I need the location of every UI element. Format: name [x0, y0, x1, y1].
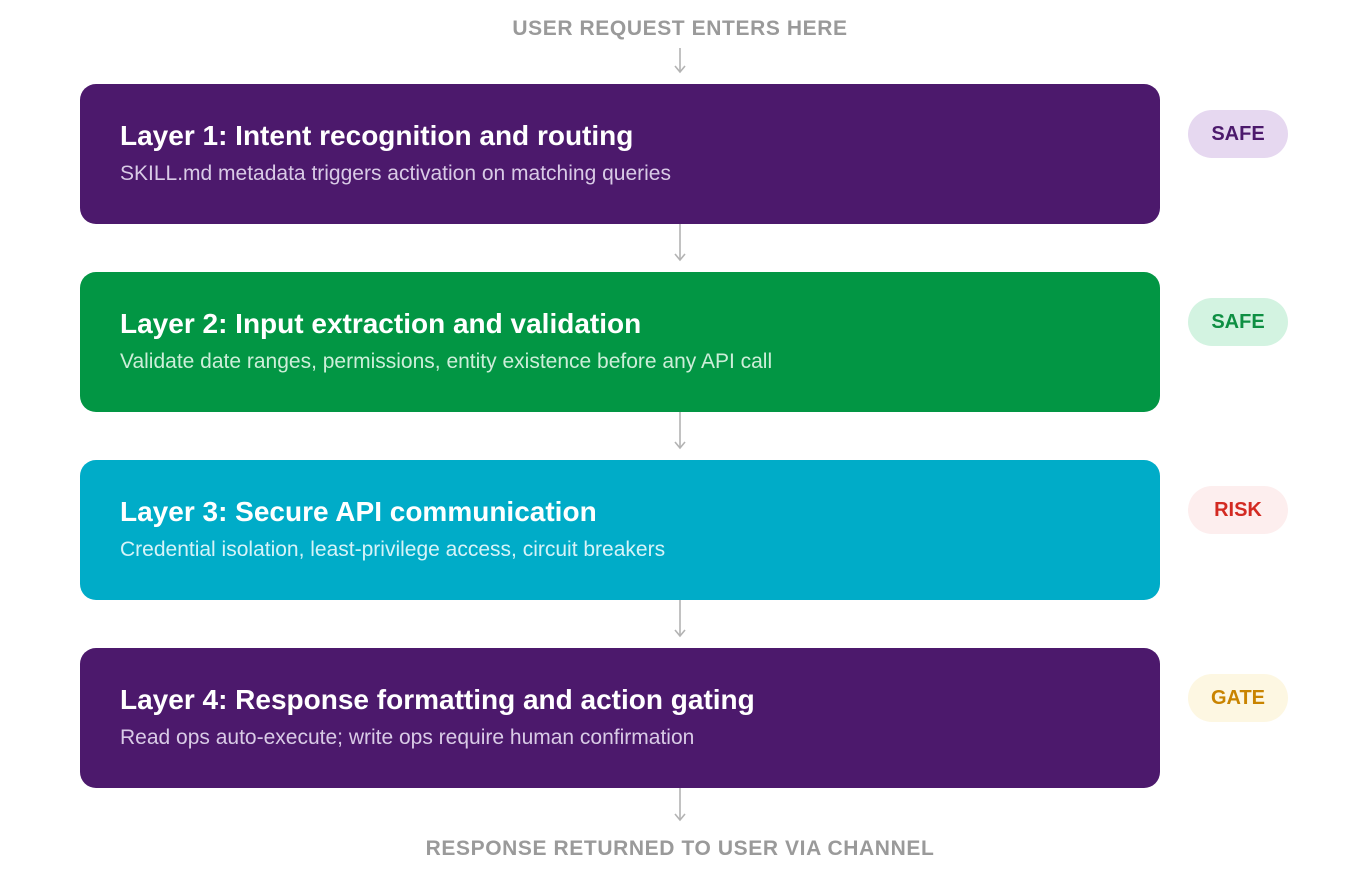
layer-title: Layer 1: Intent recognition and routing: [120, 120, 634, 151]
status-badge-layer-2: SAFE: [1188, 298, 1288, 346]
status-badge-layer-3: RISK: [1188, 486, 1288, 534]
flow-arrow: [672, 788, 688, 822]
flow-arrow: [672, 224, 688, 262]
layer-card-3: Layer 3: Secure API communication Creden…: [80, 460, 1160, 600]
layer-card-4: Layer 4: Response formatting and action …: [80, 648, 1160, 788]
status-badge-layer-1: SAFE: [1188, 110, 1288, 158]
exit-label: RESPONSE RETURNED TO USER VIA CHANNEL: [425, 837, 935, 860]
layer-description: Credential isolation, least-privilege ac…: [120, 538, 666, 562]
entry-label: USER REQUEST ENTERS HERE: [512, 17, 848, 40]
flow-arrow: [672, 600, 688, 638]
flow-arrow: [672, 48, 688, 74]
flow-arrow: [672, 412, 688, 450]
layer-title: Layer 4: Response formatting and action …: [120, 684, 755, 715]
layer-description: SKILL.md metadata triggers activation on…: [120, 162, 671, 186]
layer-card-1: Layer 1: Intent recognition and routing …: [80, 84, 1160, 224]
layer-title: Layer 2: Input extraction and validation: [120, 308, 642, 339]
layer-description: Read ops auto-execute; write ops require…: [120, 726, 695, 750]
layer-title: Layer 3: Secure API communication: [120, 496, 597, 527]
status-badge-layer-4: GATE: [1188, 674, 1288, 722]
layer-description: Validate date ranges, permissions, entit…: [120, 350, 773, 374]
layer-card-2: Layer 2: Input extraction and validation…: [80, 272, 1160, 412]
